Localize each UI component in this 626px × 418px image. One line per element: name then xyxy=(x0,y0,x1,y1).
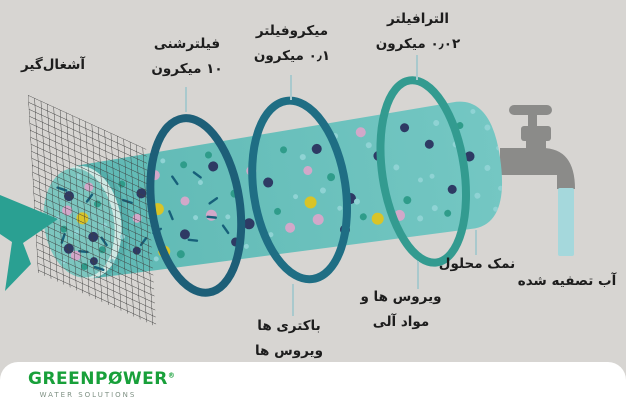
footer-bar: GREENPØWER® WATER SOLUTIONS xyxy=(0,362,626,418)
bacteria-line1: باکتری ها xyxy=(257,318,321,334)
leader-lines xyxy=(185,55,477,316)
microfilter-size: ۰٫۱ میکرون xyxy=(253,47,331,64)
registered-mark: ® xyxy=(167,371,176,380)
viruses-line2: مواد آلی xyxy=(372,313,430,330)
microfilter-ring xyxy=(248,96,352,284)
brand-pre: GREENP xyxy=(28,369,108,389)
sand-filter-ring xyxy=(146,114,246,297)
microfilter-name: میکروفیلتر xyxy=(255,23,329,39)
inflow-arrow xyxy=(0,195,58,291)
faucet-handle-post xyxy=(528,112,537,128)
label-trash-screen: آشغال‌گیر xyxy=(20,57,86,73)
faucet-body xyxy=(500,148,575,189)
label-ultrafilter: الترافیلتر ۰٫۰۲ میکرون xyxy=(358,7,478,57)
label-dissolved-salt: نمک محلول xyxy=(438,256,516,272)
faucet-handle xyxy=(509,105,552,115)
label-bacteria: باکتری ها ویروس ها xyxy=(230,314,348,364)
label-sand-filter: فیلترشنی ۱۰ میکرون xyxy=(128,32,246,82)
brand-stylized-o: Ø xyxy=(107,369,123,389)
faucet xyxy=(500,105,575,189)
brand-name: GREENPØWER® xyxy=(28,369,175,389)
label-purified-water: آب تصفیه شده xyxy=(517,273,617,289)
trash-screen-mesh xyxy=(28,95,157,327)
bacteria-line2: ویروس ها xyxy=(254,342,323,359)
faucet-neck xyxy=(526,139,546,149)
label-viruses-organics: ویروس ها و مواد آلی xyxy=(342,285,460,335)
viruses-line1: ویروس ها و xyxy=(360,289,442,305)
sand-filter-size: ۱۰ میکرون xyxy=(151,60,223,77)
brand-post: WER xyxy=(122,369,168,389)
faucet-collar xyxy=(521,126,551,141)
brand-tagline: WATER SOLUTIONS xyxy=(39,390,137,399)
filter-rings xyxy=(146,76,471,297)
greenpower-logo: GREENPØWER® WATER SOLUTIONS xyxy=(28,369,175,399)
ultrafilter-name: الترافیلتر xyxy=(386,11,449,27)
water-stream xyxy=(558,188,574,256)
ultrafilter-size: ۰٫۰۲ میکرون xyxy=(375,35,461,52)
label-microfilter: میکروفیلتر ۰٫۱ میکرون xyxy=(233,19,351,69)
sand-filter-name: فیلترشنی xyxy=(153,36,221,52)
